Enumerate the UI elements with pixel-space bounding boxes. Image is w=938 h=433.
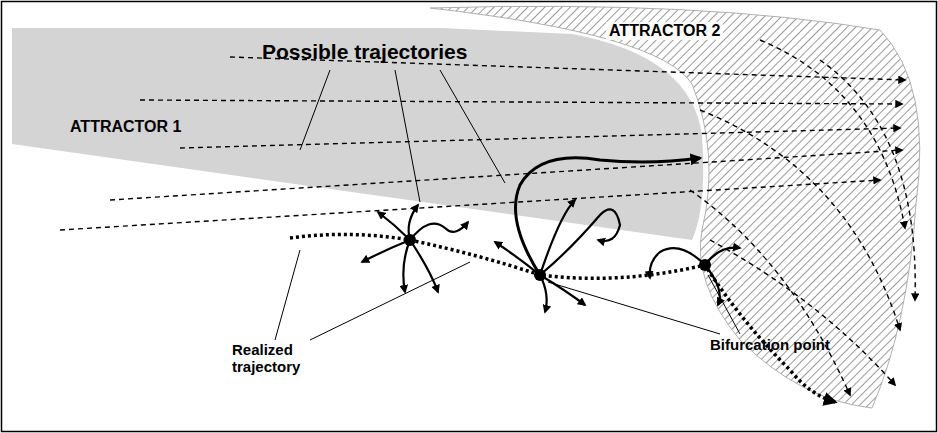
attractor-name: ATTRACTOR 2: [606, 22, 723, 40]
callout-label: Possible trajectories: [262, 40, 467, 63]
callout-label: Realized trajectory: [232, 342, 332, 375]
region-outline: [420, 4, 930, 414]
attractor-region: ATTRACTOR 2: [420, 4, 930, 414]
callout-label: Bifurcation point: [710, 337, 830, 354]
attractor-name: ATTRACTOR 1: [70, 118, 181, 136]
